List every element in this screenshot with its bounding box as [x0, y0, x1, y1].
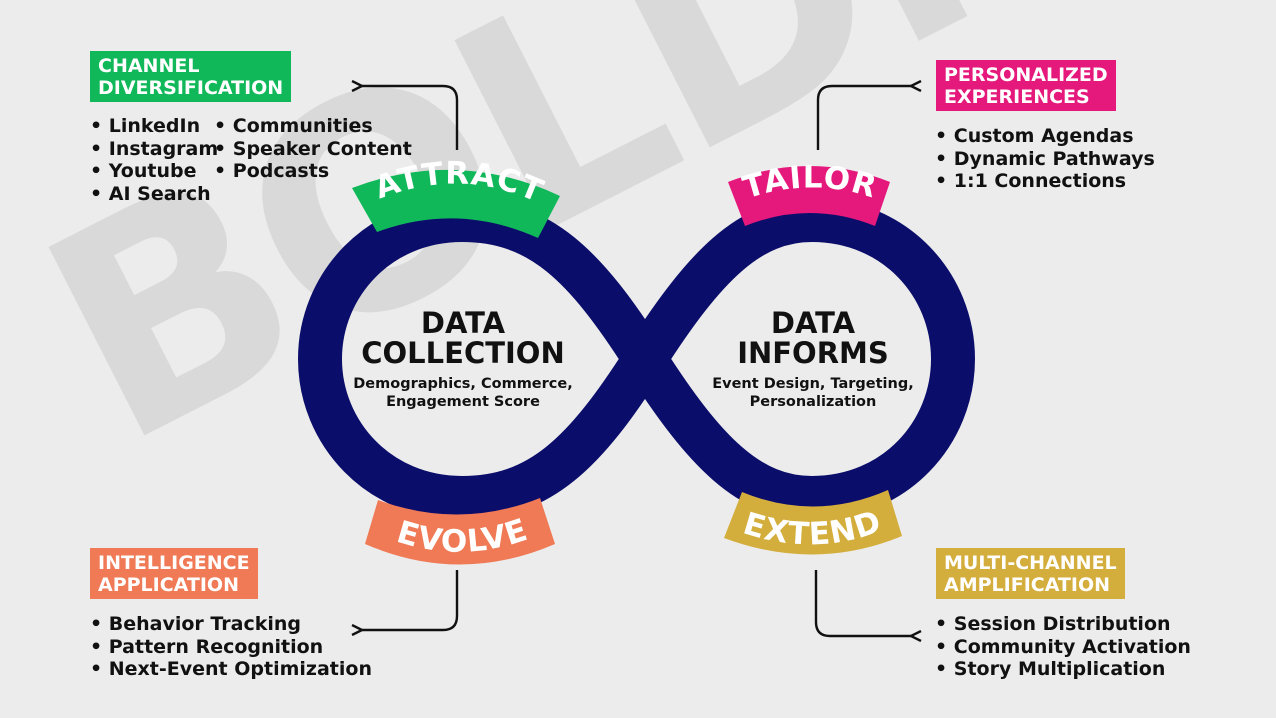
arrow-extend-to-amplification — [814, 570, 911, 636]
channel-title-line2: DIVERSIFICATION — [98, 77, 284, 99]
personalized-experiences-label: PERSONALIZED EXPERIENCES — [936, 60, 1116, 111]
data-collection-title-line1: DATA — [420, 306, 506, 340]
personalized-title-line1: PERSONALIZED — [944, 64, 1108, 86]
infinity-loop — [297, 197, 976, 521]
attract-banner — [352, 169, 560, 238]
data-collection-sub-line2: Engagement Score — [386, 394, 540, 410]
data-informs-sub-line2: Personalization — [749, 394, 877, 410]
channel-diversification-label: CHANNEL DIVERSIFICATION — [90, 51, 292, 102]
list-item: Story Multiplication — [935, 658, 1191, 681]
list-item: Session Distribution — [935, 613, 1191, 636]
intelligence-application-label: INTELLIGENCE APPLICATION — [90, 548, 258, 599]
list-item: Behavior Tracking — [90, 613, 372, 636]
list-item: LinkedIn — [90, 115, 218, 138]
data-informs-title-line2: INFORMS — [737, 336, 889, 370]
data-collection-title-line2: COLLECTION — [361, 336, 565, 370]
intelligence-title-line1: INTELLIGENCE — [98, 552, 250, 574]
data-collection-sub-line1: Demographics, Commerce, — [353, 376, 573, 392]
tailor-banner — [728, 166, 890, 226]
data-informs-sub-line1: Event Design, Targeting, — [712, 376, 914, 392]
extend-banner — [724, 490, 902, 555]
channel-list-col2: Communities Speaker Content Podcasts — [214, 115, 412, 183]
list-item: 1:1 Connections — [935, 170, 1155, 193]
list-item: Custom Agendas — [935, 125, 1155, 148]
list-item: Community Activation — [935, 636, 1191, 659]
arrow-attract-to-channel — [362, 86, 459, 150]
arrow-evolve-to-intelligence — [362, 570, 459, 630]
list-item: Instagram — [90, 138, 218, 161]
data-informs-title-line1: DATA — [770, 306, 856, 340]
intelligence-title-line2: APPLICATION — [98, 574, 239, 596]
data-collection-subtitle: Demographics, Commerce, Engagement Score — [338, 375, 588, 411]
multi-channel-amplification-label: MULTI-CHANNEL AMPLIFICATION — [936, 548, 1125, 599]
personalized-title-line2: EXPERIENCES — [944, 86, 1090, 108]
amplification-title-line2: AMPLIFICATION — [944, 574, 1111, 596]
amplification-title-line1: MULTI-CHANNEL — [944, 552, 1117, 574]
list-item: Communities — [214, 115, 412, 138]
evolve-banner — [365, 498, 555, 565]
channel-list-col1: LinkedIn Instagram Youtube AI Search — [90, 115, 218, 205]
data-collection-title: DATA COLLECTION — [338, 308, 588, 368]
list-item: Pattern Recognition — [90, 636, 372, 659]
data-informs-subtitle: Event Design, Targeting, Personalization — [688, 375, 938, 411]
list-item: Speaker Content — [214, 138, 412, 161]
personalized-list: Custom Agendas Dynamic Pathways 1:1 Conn… — [935, 125, 1155, 193]
amplification-list: Session Distribution Community Activatio… — [935, 613, 1191, 681]
list-item: Next-Event Optimization — [90, 658, 372, 681]
intelligence-list: Behavior Tracking Pattern Recognition Ne… — [90, 613, 372, 681]
list-item: Youtube — [90, 160, 218, 183]
list-item: Dynamic Pathways — [935, 148, 1155, 171]
data-informs-title: DATA INFORMS — [688, 308, 938, 368]
list-item: AI Search — [90, 183, 218, 206]
list-item: Podcasts — [214, 160, 412, 183]
channel-title-line1: CHANNEL — [98, 55, 200, 77]
arrow-tailor-to-personalized — [816, 86, 911, 150]
